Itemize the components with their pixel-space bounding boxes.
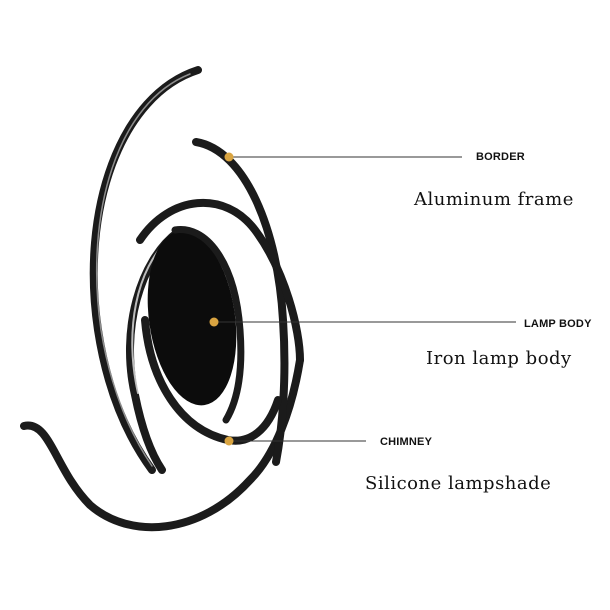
chimney-marker-dot [224,436,234,446]
lamp-body-oval [147,230,237,406]
border-label: BORDER [476,151,525,163]
inner-left-arc [126,228,182,474]
lamp-body-description: Iron lamp body [426,348,572,369]
lamp-body-label: LAMP BODY [524,318,592,330]
border-description: Aluminum frame [414,189,574,210]
border-marker-dot [224,152,234,162]
middle-sweep-arc [136,198,304,364]
outer-left-arc-highlight [95,73,191,467]
chimney-label: CHIMNEY [380,436,433,448]
chimney-description: Silicone lampshade [365,473,552,494]
lamp-body-marker-dot [209,317,219,327]
lower-inner-arc [141,316,282,445]
border-arc [192,138,289,466]
